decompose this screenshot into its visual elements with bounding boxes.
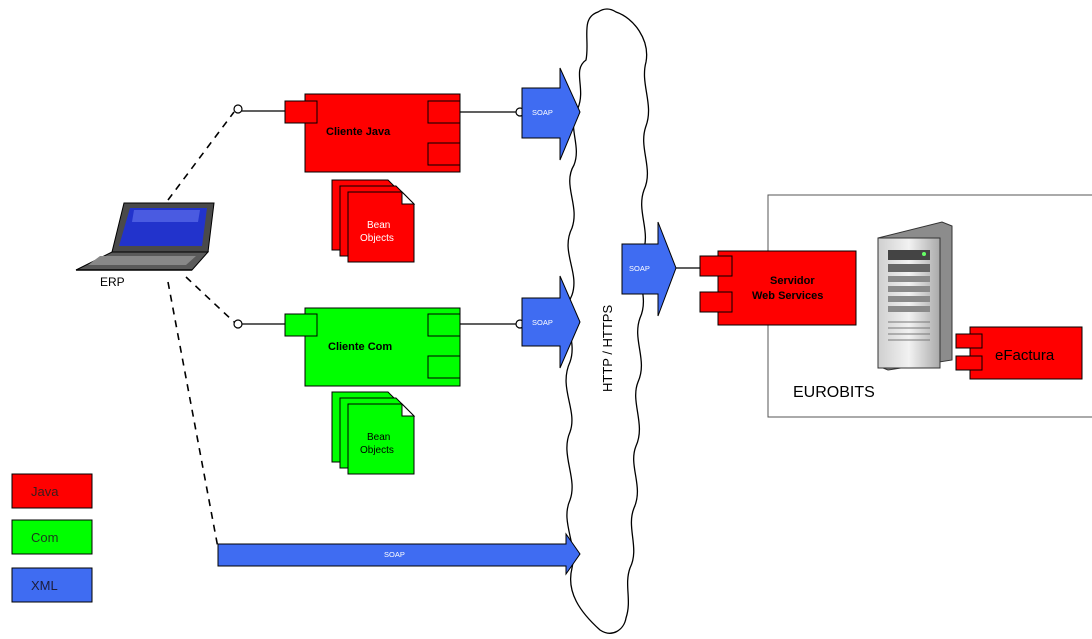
efactura-label: eFactura [995,347,1055,364]
java-client-component: Cliente Java [233,93,525,173]
server-web-services-component: Servidor Web Services [699,250,857,326]
com-client-label: Cliente Com [328,341,392,353]
legend-label-java: Java [31,484,59,499]
internet-cloud: HTTP / HTTPS [565,8,650,634]
soap-arrow-server: SOAP [621,221,702,317]
soap-arrow-java: SOAP [521,67,581,161]
soap-arrow-server-label: SOAP [629,264,650,273]
java-bean-label-2: Objects [360,233,394,244]
soap-arrow-com: SOAP [521,275,581,369]
legend-item-java: Java [11,473,93,509]
java-bean-label-1: Bean [367,220,390,231]
com-bean-label-2: Objects [360,445,394,456]
soap-arrow-direct: SOAP [217,532,581,576]
soap-arrow-java-label: SOAP [532,108,553,117]
com-client-component: Cliente Com [233,307,525,387]
legend-item-xml: XML [11,567,93,603]
server-tower-icon [877,221,953,371]
com-bean-label-1: Bean [367,432,390,443]
legend-label-com: Com [31,530,58,545]
erp-label: ERP [100,275,125,289]
java-client-label: Cliente Java [326,126,391,138]
cloud-label: HTTP / HTTPS [600,305,615,392]
eurobits-label: EUROBITS [793,384,875,401]
server-label-2: Web Services [752,290,823,302]
soap-arrow-direct-label: SOAP [384,550,405,559]
com-bean-objects: Bean Objects [331,391,416,475]
erp-laptop: ERP [75,202,215,289]
legend: Java Com XML [11,473,93,603]
legend-label-xml: XML [31,578,58,593]
java-bean-objects: Bean Objects [331,179,416,263]
efactura-component: eFactura [955,326,1083,380]
server-label-1: Servidor [770,275,815,287]
erp-connections [167,111,235,549]
laptop-icon [75,202,215,271]
legend-item-com: Com [11,519,93,555]
soap-arrow-com-label: SOAP [532,318,553,327]
